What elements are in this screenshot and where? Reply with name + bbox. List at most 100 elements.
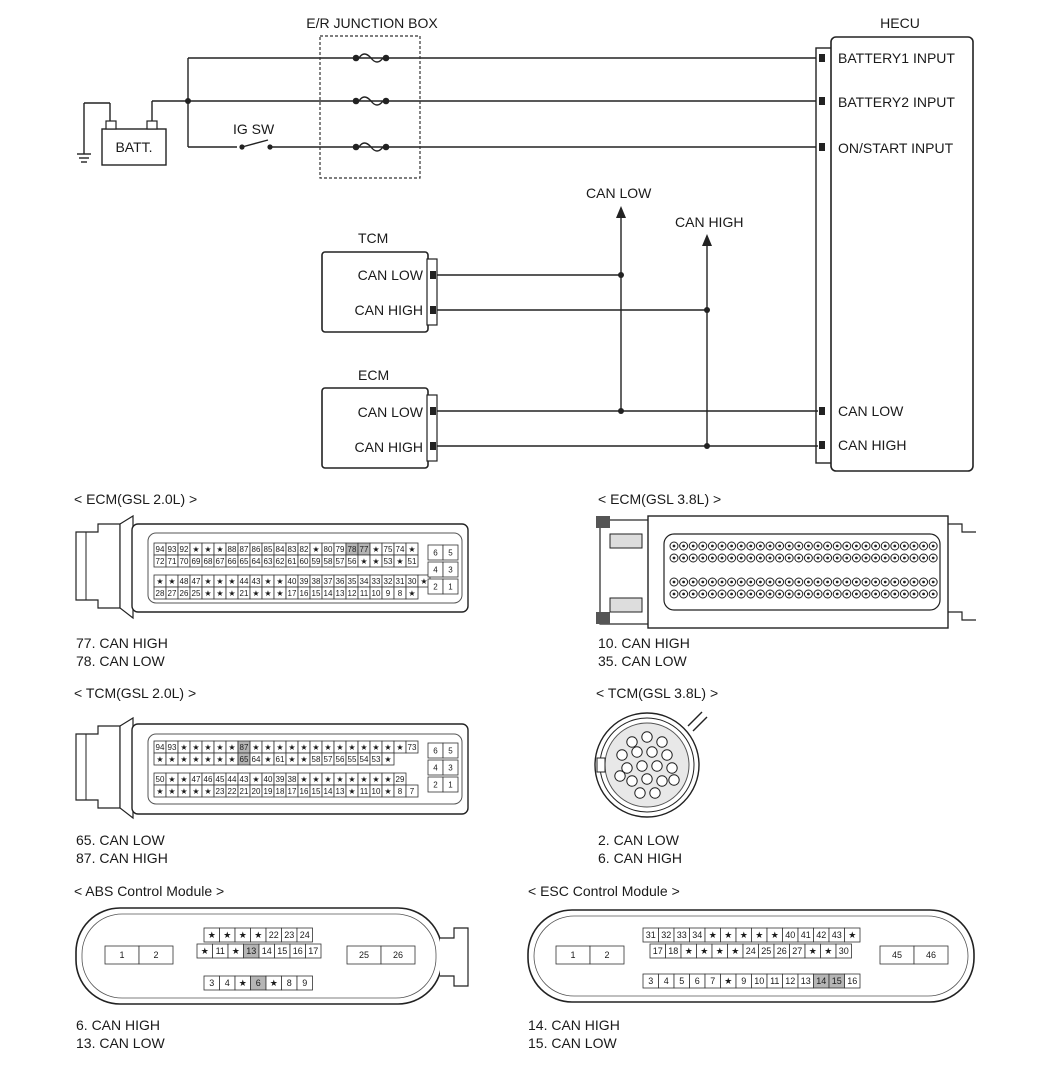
connector-pin-contact xyxy=(826,580,829,584)
svg-text:★: ★ xyxy=(168,775,175,784)
svg-text:13: 13 xyxy=(336,787,345,796)
svg-text:★: ★ xyxy=(270,978,278,988)
connector-pin: ★ xyxy=(393,740,407,754)
connector-pin: 13 xyxy=(797,973,814,989)
connector-pin: ★ xyxy=(165,772,179,786)
connector-pin-contact xyxy=(797,556,801,560)
connector-pin: ★ xyxy=(261,752,275,766)
abs-note-2: 13. CAN LOW xyxy=(76,1035,165,1051)
connector-pin: 25 xyxy=(758,943,775,959)
connector-pin: ★ xyxy=(735,927,752,943)
connector-pin: ★ xyxy=(844,927,861,943)
connector-pin: 73 xyxy=(405,740,419,754)
connector-pin-contact xyxy=(778,580,781,584)
svg-text:62: 62 xyxy=(276,557,285,566)
connector-pin: 23 xyxy=(213,784,227,798)
svg-text:★: ★ xyxy=(168,787,175,796)
connector-pin-contact xyxy=(912,592,916,596)
svg-text:29: 29 xyxy=(396,775,405,784)
svg-text:94: 94 xyxy=(156,545,165,554)
connector-pin: 14 xyxy=(813,973,830,989)
connector-pin: 72 xyxy=(153,554,167,568)
connector-pin-contact xyxy=(759,592,762,596)
svg-text:85: 85 xyxy=(264,545,273,554)
svg-text:64: 64 xyxy=(252,557,261,566)
svg-text:4: 4 xyxy=(433,764,438,773)
svg-text:9: 9 xyxy=(386,589,391,598)
connector-pin: 7 xyxy=(405,784,419,798)
connector-pin: 84 xyxy=(273,542,287,556)
tcm-can-low: CAN LOW xyxy=(358,267,424,283)
connector-pin xyxy=(651,760,663,772)
connector-pin: 65 xyxy=(237,752,251,766)
svg-text:43: 43 xyxy=(832,930,842,940)
connector-pin-contact xyxy=(807,544,810,548)
connector-pin-contact xyxy=(883,592,887,596)
connector-pin: ★ xyxy=(225,740,239,754)
svg-text:8: 8 xyxy=(398,787,403,796)
connector-pin: ★ xyxy=(381,752,395,766)
svg-text:2: 2 xyxy=(604,950,609,960)
connector-pin-contact xyxy=(903,544,906,548)
connector-pin: 16 xyxy=(289,943,306,959)
connector-pin: 43 xyxy=(249,574,263,588)
connector-pin: 17 xyxy=(649,943,666,959)
svg-text:★: ★ xyxy=(228,589,235,598)
connector-pin-contact xyxy=(874,556,877,560)
hecu-battery1-input: BATTERY1 INPUT xyxy=(838,50,955,66)
svg-text:★: ★ xyxy=(300,775,307,784)
junction-box-label: E/R JUNCTION BOX xyxy=(306,15,438,31)
svg-text:72: 72 xyxy=(156,557,165,566)
connector-pin: 85 xyxy=(261,542,275,556)
connector-pin-contact xyxy=(797,592,801,596)
svg-text:31: 31 xyxy=(396,577,405,586)
connector-pin: ★ xyxy=(285,740,299,754)
ecm-38-title: < ECM(GSL 3.8L) > xyxy=(598,491,721,507)
svg-text:44: 44 xyxy=(240,577,249,586)
tcm-38-title: < TCM(GSL 3.8L) > xyxy=(596,685,718,701)
svg-text:4: 4 xyxy=(433,566,438,575)
svg-text:88: 88 xyxy=(228,545,237,554)
svg-text:1: 1 xyxy=(570,950,575,960)
svg-text:★: ★ xyxy=(312,775,319,784)
connector-pin-contact xyxy=(787,580,791,584)
connector-pin-contact xyxy=(893,580,897,584)
connector-pin: ★ xyxy=(177,752,191,766)
connector-pin: 94 xyxy=(153,740,167,754)
svg-text:9: 9 xyxy=(302,978,307,988)
connector-pin-contact xyxy=(682,592,685,596)
svg-text:3: 3 xyxy=(448,764,453,773)
connector-pin: ★ xyxy=(369,772,383,786)
hecu-can-high: CAN HIGH xyxy=(838,437,906,453)
connector-pin: ★ xyxy=(369,554,383,568)
svg-text:★: ★ xyxy=(216,755,223,764)
connector-pin: 34 xyxy=(689,927,706,943)
connector-pin-contact xyxy=(816,580,820,584)
connector-pin: ★ xyxy=(249,586,263,600)
connector-pin: 61 xyxy=(273,752,287,766)
connector-pin-contact xyxy=(711,592,714,596)
svg-text:18: 18 xyxy=(276,787,285,796)
svg-text:51: 51 xyxy=(408,557,417,566)
connector-pin-contact xyxy=(759,556,762,560)
connector-pin: 1 xyxy=(555,945,591,965)
svg-text:4: 4 xyxy=(225,978,230,988)
svg-text:73: 73 xyxy=(408,743,417,752)
connector-pin: ★ xyxy=(225,586,239,600)
svg-text:11: 11 xyxy=(360,589,369,598)
connector-pin-contact xyxy=(931,544,935,548)
connector-pin: 16 xyxy=(297,586,311,600)
svg-text:41: 41 xyxy=(801,930,811,940)
can-high-arrow-icon xyxy=(702,234,712,246)
connector-pin: ★ xyxy=(219,927,236,943)
svg-text:53: 53 xyxy=(384,557,393,566)
connector-pin-contact xyxy=(739,580,743,584)
connector-pin xyxy=(626,736,638,748)
connector-pin-contact xyxy=(768,592,772,596)
ig-switch-label: IG SW xyxy=(233,121,275,137)
connector-pin-contact xyxy=(739,592,743,596)
connector-pin: ★ xyxy=(333,772,347,786)
connector-pin: 24 xyxy=(296,927,313,943)
